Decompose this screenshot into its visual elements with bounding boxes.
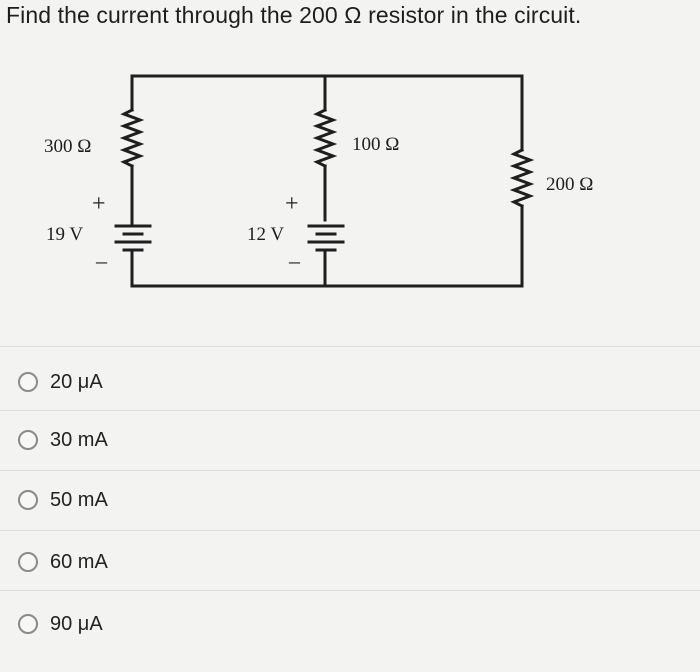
divider [0, 530, 700, 531]
option-label: 60 mA [50, 550, 108, 573]
label-300-ohm: 300 Ω [44, 136, 91, 157]
radio-button[interactable] [18, 372, 38, 392]
option-label: 90 μA [50, 612, 103, 635]
radio-button[interactable] [18, 430, 38, 450]
option-3[interactable]: 50 mA [18, 480, 108, 520]
resistor-100 [312, 107, 338, 169]
option-4[interactable]: 60 mA [18, 542, 108, 582]
option-label: 20 μA [50, 370, 103, 393]
plus-sign-12v: + [285, 191, 299, 217]
divider [0, 470, 700, 471]
question-text: Find the current through the 200 Ω resis… [6, 2, 582, 28]
resistor-200 [509, 147, 535, 209]
radio-button[interactable] [18, 552, 38, 572]
radio-button[interactable] [18, 490, 38, 510]
label-200-ohm: 200 Ω [546, 174, 593, 195]
divider [0, 590, 700, 591]
option-label: 30 mA [50, 428, 108, 451]
option-2[interactable]: 30 mA [18, 420, 108, 460]
minus-sign-19v: – [95, 248, 108, 273]
option-label: 50 mA [50, 488, 108, 511]
circuit-diagram: 300 Ω 100 Ω 200 Ω 19 V 12 V + – + – [44, 74, 593, 288]
radio-button[interactable] [18, 614, 38, 634]
label-100-ohm: 100 Ω [352, 134, 399, 155]
minus-sign-12v: – [288, 248, 301, 273]
label-19-volt: 19 V [46, 224, 83, 245]
option-1[interactable]: 20 μA [18, 362, 103, 402]
option-5[interactable]: 90 μA [18, 604, 103, 644]
divider [0, 410, 700, 411]
plus-sign-19v: + [92, 191, 106, 217]
label-12-volt: 12 V [247, 224, 284, 245]
divider [0, 346, 700, 347]
resistor-300 [119, 107, 145, 169]
